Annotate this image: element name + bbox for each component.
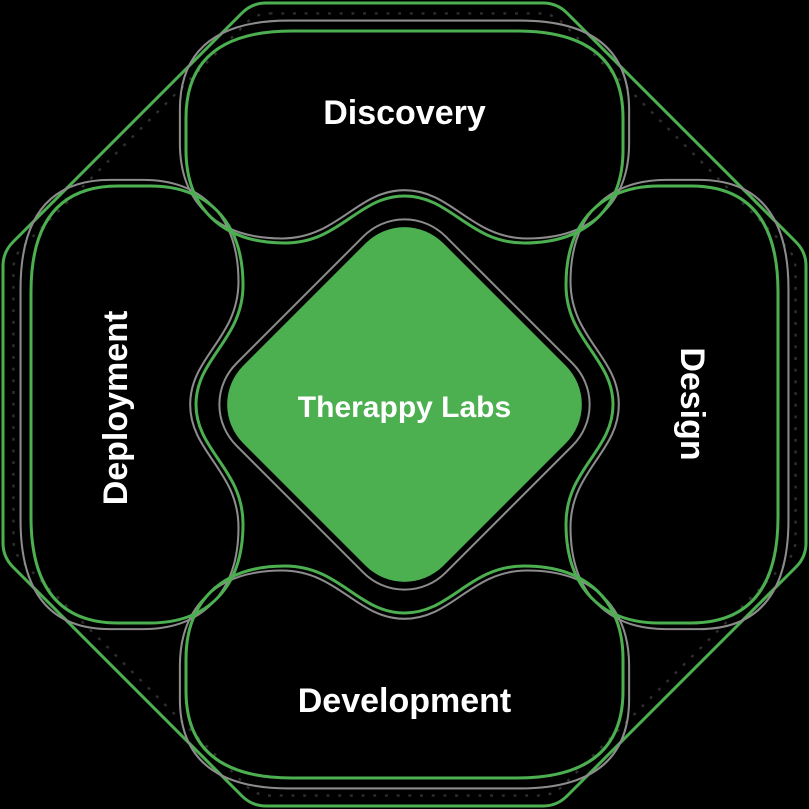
section-label-discovery: Discovery: [323, 94, 486, 132]
center-diamond-gray-outline: [218, 218, 591, 591]
section-left-shape: [29, 184, 245, 625]
section-bottom-shape: [184, 564, 625, 780]
center-diamond-group: [218, 218, 591, 591]
center-diamond: [227, 227, 582, 582]
section-top-shape: [184, 29, 625, 245]
center-label: Therappy Labs: [298, 391, 511, 424]
section-label-design: Design: [673, 347, 711, 460]
section-right-shape: [564, 184, 780, 625]
section-label-deployment: Deployment: [97, 311, 135, 506]
section-label-development: Development: [298, 682, 512, 720]
section-bottom-gray-outline: [178, 569, 631, 790]
